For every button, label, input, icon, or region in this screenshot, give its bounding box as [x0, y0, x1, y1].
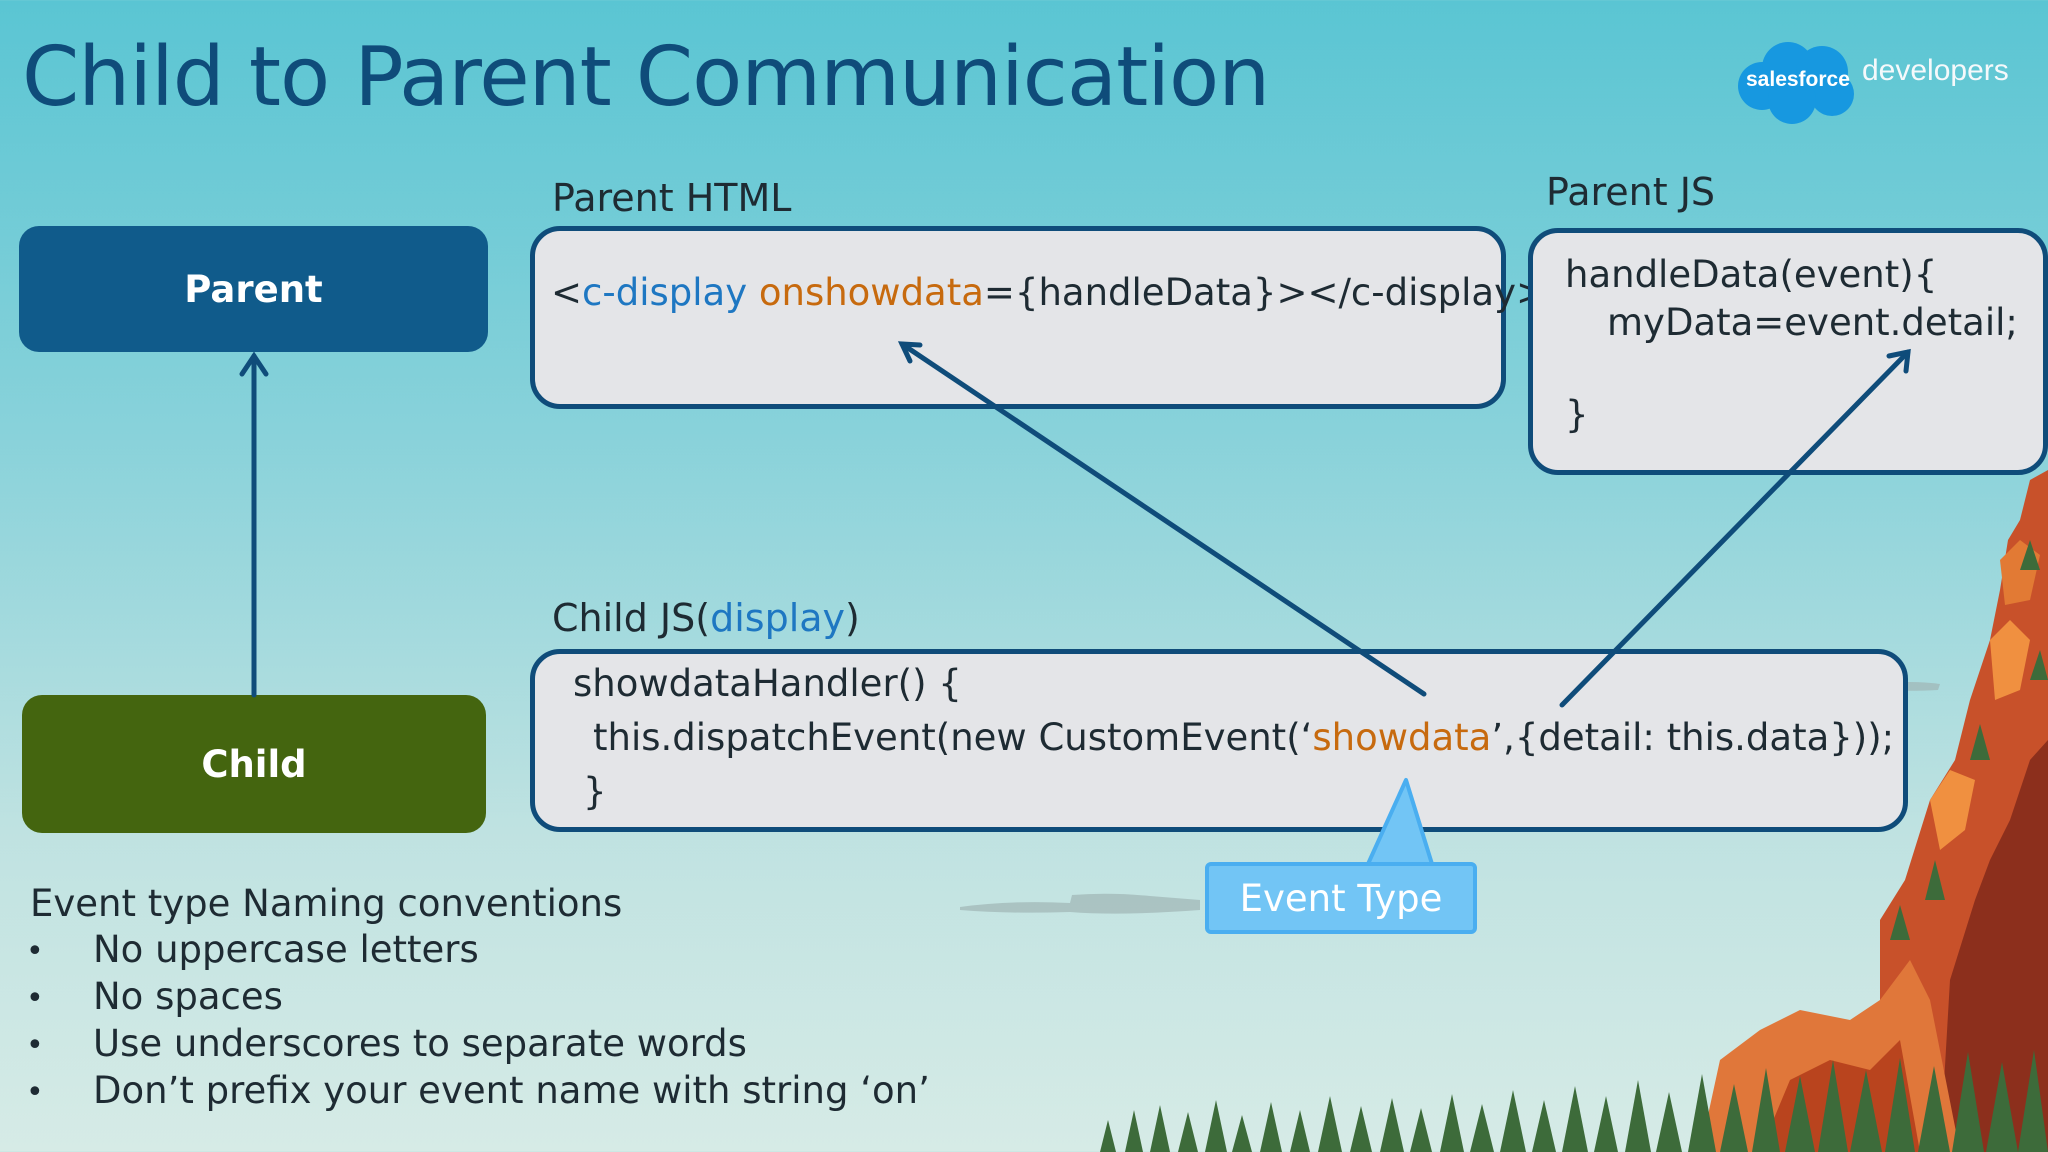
child-js-label-component: display — [710, 596, 846, 640]
salesforce-developers-logo: salesforce developers — [1732, 38, 2048, 128]
child-js-line-3: } — [583, 770, 607, 813]
parent-html-box: <c-display onshowdata={handleData}></c-d… — [530, 226, 1547, 409]
parent-js-label: Parent JS — [1546, 170, 1716, 214]
convention-text: Don’t prefix your event name with string… — [93, 1069, 930, 1112]
child-js-label-prefix: Child JS( — [552, 596, 711, 640]
html-event-attribute: onshowdata — [758, 271, 984, 314]
parent-node: Parent — [19, 226, 488, 352]
child-js-line-2: this.dispatchEvent(new CustomEvent(‘show… — [593, 716, 1894, 759]
event-name: showdata — [1312, 716, 1492, 759]
bullet-icon: • — [26, 1028, 44, 1063]
detail-to-js-arrowhead — [1886, 348, 1911, 374]
parent-js-line-2: myData=event.detail; — [1607, 301, 2018, 344]
convention-item: • Use underscores to separate words — [0, 1022, 1000, 1068]
child-js-label: Child JS(display) — [552, 596, 860, 640]
dispatch-prefix: this.dispatchEvent(new CustomEvent(‘ — [593, 716, 1313, 759]
page-title: Child to Parent Communication — [22, 30, 1270, 125]
parent-node-label: Parent — [184, 267, 323, 311]
parent-js-line-1: handleData(event){ — [1565, 253, 1938, 296]
event-type-callout-label: Event Type — [1239, 876, 1443, 920]
convention-text: Use underscores to separate words — [93, 1022, 747, 1065]
salesforce-logo-text: salesforce — [1746, 68, 1850, 91]
html-component-tag: c-display — [582, 271, 748, 314]
html-handler-binding: ={handleData}></c-display> — [983, 271, 1547, 314]
child-js-label-suffix: ) — [845, 596, 860, 640]
bullet-icon: • — [26, 1075, 44, 1110]
parent-html-label: Parent HTML — [552, 176, 792, 220]
convention-item: • No spaces — [0, 975, 1000, 1021]
child-js-line-1: showdataHandler() { — [573, 662, 962, 705]
convention-item: • No uppercase letters — [0, 928, 1000, 974]
bullet-icon: • — [26, 981, 44, 1016]
salesforce-cloud-icon — [1738, 42, 1854, 124]
dispatch-to-html-arrow — [899, 341, 1427, 697]
html-open-bracket: < — [551, 271, 583, 314]
detail-to-js-arrow — [1559, 349, 1911, 708]
event-type-callout-pointer — [1366, 778, 1434, 866]
parent-js-line-3: } — [1565, 393, 1589, 436]
convention-text: No uppercase letters — [93, 928, 479, 971]
child-js-box: showdataHandler() { this.dispatchEvent(n… — [530, 649, 1908, 832]
parent-js-box: handleData(event){ myData=event.detail; … — [1528, 228, 2048, 475]
conventions-list: • No uppercase letters • No spaces • Use… — [0, 928, 1000, 1128]
convention-item: • Don’t prefix your event name with stri… — [0, 1069, 1000, 1115]
bullet-icon: • — [26, 934, 44, 969]
parent-html-code: <c-display onshowdata={handleData}></c-d… — [551, 271, 1547, 314]
convention-text: No spaces — [93, 975, 283, 1018]
dispatch-to-html-arrowhead — [897, 341, 923, 364]
child-to-parent-arrowhead — [239, 351, 269, 377]
dispatch-suffix: ’,{detail: this.data})); — [1491, 716, 1895, 759]
conventions-heading: Event type Naming conventions — [30, 882, 623, 925]
child-node: Child — [22, 695, 486, 833]
child-node-label: Child — [201, 742, 307, 786]
event-type-callout: Event Type — [1205, 862, 1477, 934]
developers-logo-text: developers — [1862, 54, 2009, 87]
